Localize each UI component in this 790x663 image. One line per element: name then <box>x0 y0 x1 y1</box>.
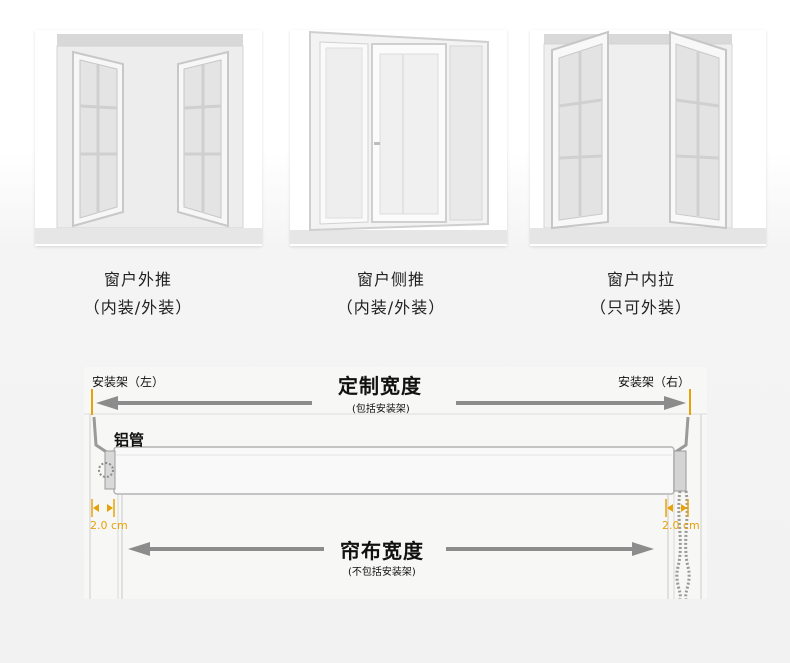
caption-sliding-note: （内装/外装） <box>336 298 446 317</box>
caption-inward-title: 窗户内拉 <box>606 270 675 289</box>
right-gap-label: 2.0 cm <box>662 519 700 532</box>
caption-outward-note: （内装/外装） <box>83 298 193 317</box>
bracket-left-label: 安装架（左） <box>92 375 165 389</box>
caption-outward: 窗户外推 （内装/外装） <box>38 266 238 322</box>
inward-window-illustration <box>530 30 766 244</box>
bracket-right-label: 安装架（右） <box>618 375 691 389</box>
measurement-diagram: 安装架（左） 安装架（右） 定制宽度 (包括安装架) 铝管 2.0 cm 2.0… <box>84 367 707 599</box>
caption-inward: 窗户内拉 （只可外装） <box>541 266 741 322</box>
caption-inward-note: （只可外装） <box>589 298 692 317</box>
caption-outward-title: 窗户外推 <box>103 270 172 289</box>
caption-sliding: 窗户侧推 （内装/外装） <box>291 266 491 322</box>
aluminum-tube-label: 铝管 <box>114 431 145 449</box>
curtain-width-note: (不包括安装架) <box>348 567 416 578</box>
custom-width-note: (包括安装架) <box>352 404 410 415</box>
custom-width-label: 定制宽度 <box>338 374 422 398</box>
window-sliding-image <box>290 30 507 246</box>
sliding-window-illustration <box>290 30 507 244</box>
window-inward-image <box>530 30 766 246</box>
roller-blind-drawing <box>84 389 707 599</box>
window-outward-image <box>35 30 262 246</box>
curtain-width-label: 帘布宽度 <box>340 539 424 563</box>
caption-sliding-title: 窗户侧推 <box>356 270 425 289</box>
outward-window-illustration <box>35 34 262 244</box>
left-gap-label: 2.0 cm <box>90 519 128 532</box>
